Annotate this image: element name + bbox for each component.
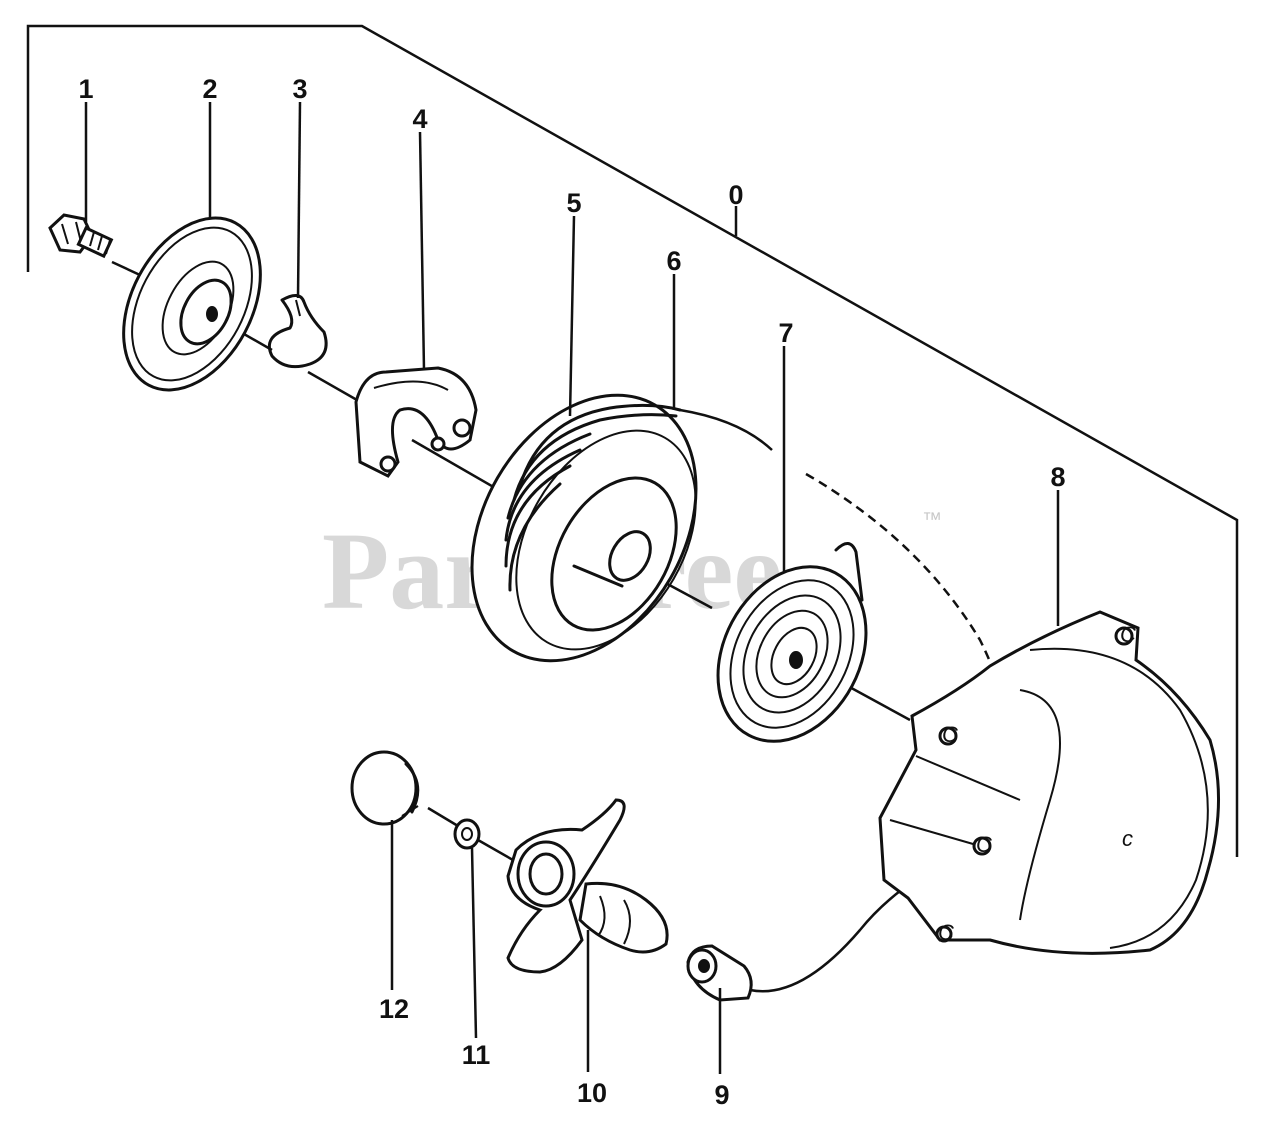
part-recoil-spring [716, 542, 868, 743]
housing-mark: C [1120, 622, 1136, 647]
assembly-bracket [26, 24, 1239, 857]
callout-6: 6 [666, 246, 681, 276]
callout-10: 10 [577, 1078, 607, 1108]
part-starter-handle [506, 798, 669, 974]
callout-0: 0 [728, 180, 743, 210]
callout-12: 12 [379, 994, 409, 1024]
part-handle-cap [350, 750, 420, 826]
watermark-trademark: ™ [922, 509, 942, 531]
callout-8: 8 [1050, 462, 1065, 492]
callout-4: 4 [412, 104, 427, 134]
part-bolt [48, 213, 114, 259]
callout-labels: 0 1 2 3 4 5 6 7 8 9 10 11 12 [78, 74, 1065, 1110]
leader-lines [84, 101, 1060, 1074]
part-ratchet-plate [354, 366, 478, 478]
part-pulley-disc [122, 216, 262, 392]
callout-1: 1 [78, 74, 93, 104]
part-rope-bushing [686, 944, 753, 1002]
housing-mark: c [1122, 826, 1133, 851]
housing-mark: C [942, 722, 958, 747]
callout-3: 3 [292, 74, 307, 104]
part-spring-clip [267, 294, 328, 369]
housing-mark: C [938, 920, 954, 945]
housing-mark: C [976, 832, 992, 857]
callout-11: 11 [462, 1040, 491, 1070]
callout-5: 5 [566, 188, 581, 218]
callout-9: 9 [714, 1080, 729, 1110]
part-washer [453, 818, 481, 850]
callout-7: 7 [778, 318, 793, 348]
callout-2: 2 [202, 74, 217, 104]
part-starter-housing: C C C C c [878, 610, 1220, 955]
part-rope-reel [470, 393, 698, 663]
